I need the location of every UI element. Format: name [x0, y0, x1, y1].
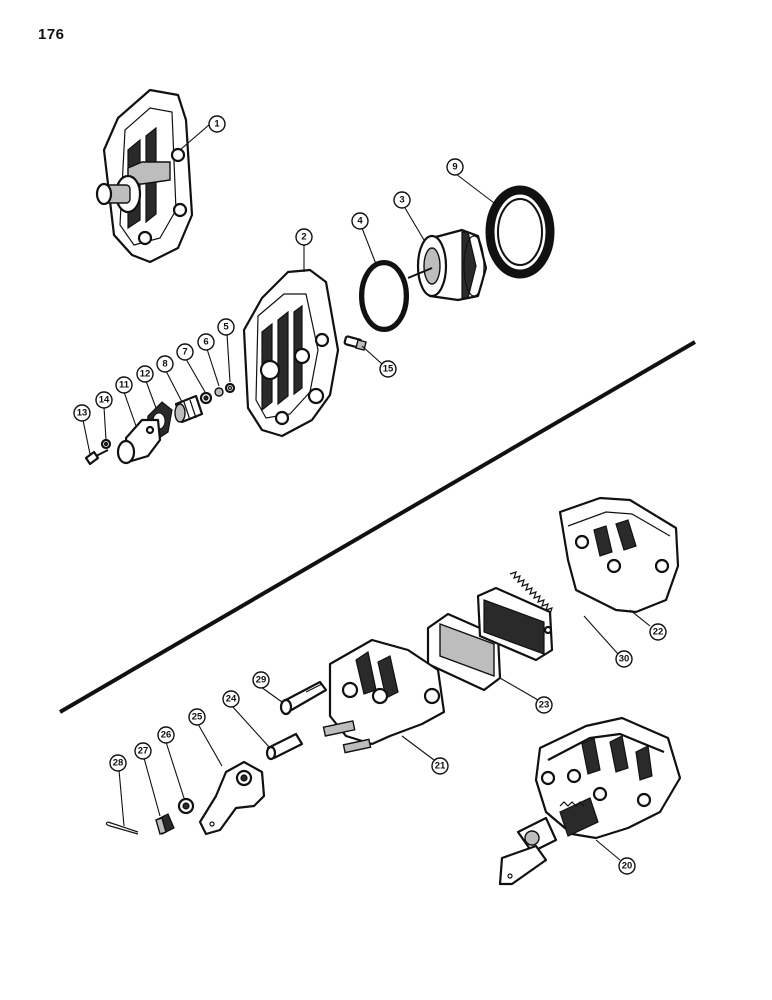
- callout-12: 12: [136, 365, 154, 383]
- callout-1-label: 1: [214, 119, 220, 130]
- callout-20-label: 20: [622, 861, 633, 872]
- callout-8: 8: [156, 355, 174, 373]
- callout-8-label: 8: [162, 359, 167, 370]
- callout-30: 30: [615, 650, 633, 668]
- callout-7-label: 7: [182, 347, 187, 358]
- callout-29: 29: [252, 671, 270, 689]
- callout-20: 20: [618, 857, 636, 875]
- part-26-washer: [177, 797, 195, 815]
- callout-30-label: 30: [619, 654, 630, 665]
- callout-28: 28: [109, 754, 127, 772]
- part-21-caliper-bracket: [322, 638, 446, 754]
- part-6-nut: [214, 387, 224, 397]
- callout-3-label: 3: [399, 195, 404, 206]
- part-9-dust-seal: [485, 185, 555, 279]
- callout-11: 11: [115, 376, 133, 394]
- part-30-return-spring: [509, 571, 553, 615]
- callout-27: 27: [134, 742, 152, 760]
- callout-3: 3: [393, 191, 411, 209]
- callout-24-label: 24: [226, 694, 237, 705]
- callout-2: 2: [295, 228, 313, 246]
- callout-5: 5: [217, 318, 235, 336]
- callout-24: 24: [222, 690, 240, 708]
- page-number: 176: [38, 26, 65, 43]
- callout-1: 1: [208, 115, 226, 133]
- part-4-seal-ring: [359, 260, 409, 332]
- callout-23-label: 23: [539, 700, 550, 711]
- part-28-cotter-pin: [105, 821, 139, 835]
- part-25-lever-arm: [198, 760, 266, 836]
- callout-14-label: 14: [99, 395, 110, 406]
- callout-15: 15: [379, 360, 397, 378]
- callout-21-label: 21: [435, 761, 446, 772]
- callout-29-label: 29: [256, 675, 267, 686]
- callout-13-label: 13: [77, 408, 88, 419]
- callout-15-label: 15: [383, 364, 394, 375]
- part-14-washer: [100, 438, 112, 450]
- callout-6: 6: [197, 333, 215, 351]
- callout-4: 4: [351, 212, 369, 230]
- callout-23: 23: [535, 696, 553, 714]
- callout-21: 21: [431, 757, 449, 775]
- part-24-pin: [265, 732, 304, 761]
- leader-lines: [82, 123, 651, 861]
- callout-14: 14: [95, 391, 113, 409]
- callout-25-label: 25: [192, 712, 203, 723]
- callout-4-label: 4: [357, 216, 363, 227]
- callout-26: 26: [157, 726, 175, 744]
- callout-22: 22: [649, 623, 667, 641]
- callout-5-label: 5: [223, 322, 229, 333]
- section-divider: [58, 340, 697, 714]
- part-1-caliper-assembly: [95, 88, 194, 264]
- part-2-caliper-half: [242, 268, 340, 438]
- callout-25: 25: [188, 708, 206, 726]
- part-8-adjuster-sleeve: [174, 394, 204, 424]
- callout-9: 9: [446, 158, 464, 176]
- part-15-bleeder-valve: [343, 335, 367, 351]
- part-29-bolt: [279, 680, 328, 716]
- callout-27-label: 27: [138, 746, 149, 757]
- part-11-cover-housing: [116, 418, 162, 465]
- callout-2-label: 2: [301, 232, 306, 243]
- callout-22-label: 22: [653, 627, 664, 638]
- callout-7: 7: [176, 343, 194, 361]
- callout-13: 13: [73, 404, 91, 422]
- callout-11-label: 11: [119, 380, 130, 391]
- callout-9-label: 9: [452, 162, 457, 173]
- part-7-ring: [199, 391, 213, 405]
- part-13-bolt: [84, 449, 109, 466]
- callout-26-label: 26: [161, 730, 172, 741]
- part-3-piston: [407, 228, 488, 302]
- callout-12-label: 12: [140, 369, 151, 380]
- part-20-caliper-assembly: [498, 716, 682, 886]
- callout-6-label: 6: [203, 337, 208, 348]
- part-5-washer: [224, 382, 236, 394]
- part-23-brake-pads: [426, 586, 554, 692]
- callout-28-label: 28: [113, 758, 124, 769]
- part-22-caliper-body: [558, 496, 680, 614]
- part-27-castle-nut: [155, 813, 175, 835]
